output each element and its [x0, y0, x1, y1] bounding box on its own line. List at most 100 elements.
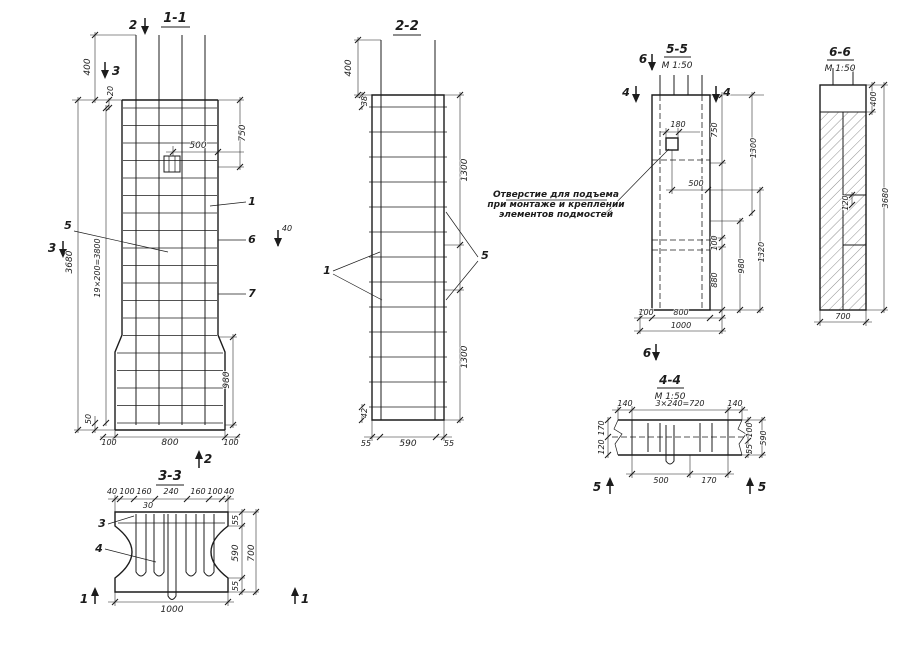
- section-1-1-view: [59, 18, 282, 468]
- dimension-lines-s55: [634, 92, 764, 334]
- leader-lines-s11: [73, 201, 247, 295]
- dim-980-s11: 980: [222, 371, 232, 388]
- section-title-1-1: 1-1: [163, 11, 187, 26]
- dim-500-s55: 500: [688, 179, 703, 188]
- dim-40-s11: 40: [282, 224, 292, 233]
- marker-6-top: 6: [639, 52, 647, 66]
- marker-6-bottom: 6: [643, 346, 651, 360]
- dimension-lines-s66: [814, 82, 888, 326]
- dim-120-left-s44: 120: [597, 439, 606, 454]
- hidden-lines-s55: [652, 95, 710, 310]
- member-outline-s44: [618, 419, 742, 456]
- section-3-3-view: [91, 495, 299, 606]
- marker-3-upper: 3: [112, 64, 120, 78]
- section-cut-marks-s11: [62, 18, 279, 468]
- dim-42-s22: 42: [360, 408, 369, 418]
- dim-50-s11: 50: [84, 414, 93, 424]
- dim-800-s55: 800: [673, 308, 688, 317]
- dim-590-s33: 590: [231, 544, 241, 561]
- dim-1000-s55: 1000: [671, 321, 691, 330]
- scale-4-4: М 1:50: [655, 392, 686, 402]
- dim-1320-s55: 1320: [757, 242, 766, 262]
- callout-5-s11: 5: [64, 219, 72, 232]
- dim-400-s22: 400: [344, 59, 354, 76]
- section-4-4-view: [604, 406, 766, 494]
- dim-19x200-s11: 19×200=3800: [93, 238, 102, 297]
- dim-750-s11: 750: [238, 124, 248, 141]
- section-6-6-view: [814, 68, 888, 326]
- dim-100-1-s33: 100: [119, 487, 134, 496]
- dim-1000-s33: 1000: [161, 605, 184, 615]
- dim-170-left-s44: 170: [597, 420, 606, 435]
- dim-400-s11: 400: [83, 58, 93, 75]
- note-line-3: элементов подмостей: [499, 210, 614, 220]
- break-lines-s44: [613, 419, 747, 456]
- marker-3-left: 3: [48, 241, 56, 255]
- dim-400-s66: 400: [869, 91, 878, 106]
- dim-240-s33: 240: [163, 487, 178, 496]
- rebar-hooks-s33: [135, 514, 215, 600]
- embed-detail-lines: [168, 156, 176, 172]
- rebar-stubs-s66: [832, 68, 854, 85]
- rebar-hooks-s44: [647, 423, 713, 465]
- dim-20-s11: 20: [106, 86, 115, 96]
- dim-100-br-s11: 100: [223, 438, 238, 447]
- callout-5-s22: 5: [481, 249, 489, 262]
- dim-180-s55: 180: [670, 120, 685, 129]
- dim-1300-s55: 1300: [749, 138, 758, 158]
- marker-1-right: 1: [301, 592, 309, 606]
- marker-4-right: 4: [722, 86, 731, 99]
- dim-55-left-s22: 55: [361, 439, 371, 448]
- marker-2-top: 2: [129, 18, 137, 32]
- dimension-ticks-s66: [816, 81, 888, 326]
- callout-3-s33: 3: [98, 517, 106, 530]
- marker-1-left: 1: [80, 592, 88, 606]
- dim-40-2-s33: 40: [224, 487, 234, 496]
- dim-1300-lower-s22: 1300: [460, 345, 470, 368]
- callout-1-s22: 1: [323, 264, 331, 277]
- dim-55-top-s33: 55: [231, 515, 240, 525]
- dim-3x240-s44: 3×240=720: [655, 399, 704, 408]
- stirrup-ties: [117, 107, 223, 424]
- callout-4-s33: 4: [94, 542, 103, 555]
- dim-38-s22: 38: [360, 96, 369, 106]
- rebar-vertical-bars: [135, 35, 206, 425]
- section-title-3-3: 3-3: [158, 469, 182, 484]
- pile-cross-section: [114, 511, 229, 593]
- title-underlines: [156, 26, 854, 486]
- note-line-2: при монтаже и креплении: [487, 200, 625, 210]
- marker-5-right: 5: [758, 480, 766, 494]
- dim-750-s55: 750: [710, 122, 719, 137]
- dimension-ticks-s11: [74, 31, 244, 441]
- dim-100-bottom-s55: 100: [638, 308, 653, 317]
- dim-40-1-s33: 40: [107, 487, 117, 496]
- dim-3680-s66: 3680: [881, 188, 890, 208]
- column-outline: [114, 99, 226, 431]
- dimension-ticks-s33: [111, 495, 260, 606]
- rebar-stubs-s55: [659, 75, 703, 95]
- dim-500-s44: 500: [653, 476, 668, 485]
- dim-500-s11: 500: [189, 141, 206, 151]
- section-cut-arrows-s44: [606, 477, 754, 486]
- dim-100-bl-s11: 100: [101, 438, 116, 447]
- leader-lines-s33: [104, 515, 157, 563]
- dimension-lines-s22: [354, 37, 464, 441]
- dimension-lines-s33: [108, 495, 259, 606]
- dim-55-right-s44: 55: [745, 444, 754, 454]
- dim-120-s66: 120: [841, 195, 850, 210]
- section-title-2-2: 2-2: [395, 19, 419, 34]
- dim-100-s55: 100: [710, 235, 719, 250]
- dim-700-s33: 700: [247, 544, 257, 561]
- note-line-1: Отверстие для подъема: [493, 190, 619, 200]
- rebar-dowels-s22: [380, 40, 436, 95]
- dim-100-right-s44: 100: [745, 422, 754, 437]
- embed-detail-plate: [163, 155, 181, 173]
- dim-700-s66: 700: [835, 312, 850, 321]
- section-2-2-view: [332, 36, 479, 441]
- marker-5-left: 5: [593, 480, 601, 494]
- dim-590-right-s44: 590: [759, 430, 768, 445]
- dim-140-left-s44: 140: [617, 399, 632, 408]
